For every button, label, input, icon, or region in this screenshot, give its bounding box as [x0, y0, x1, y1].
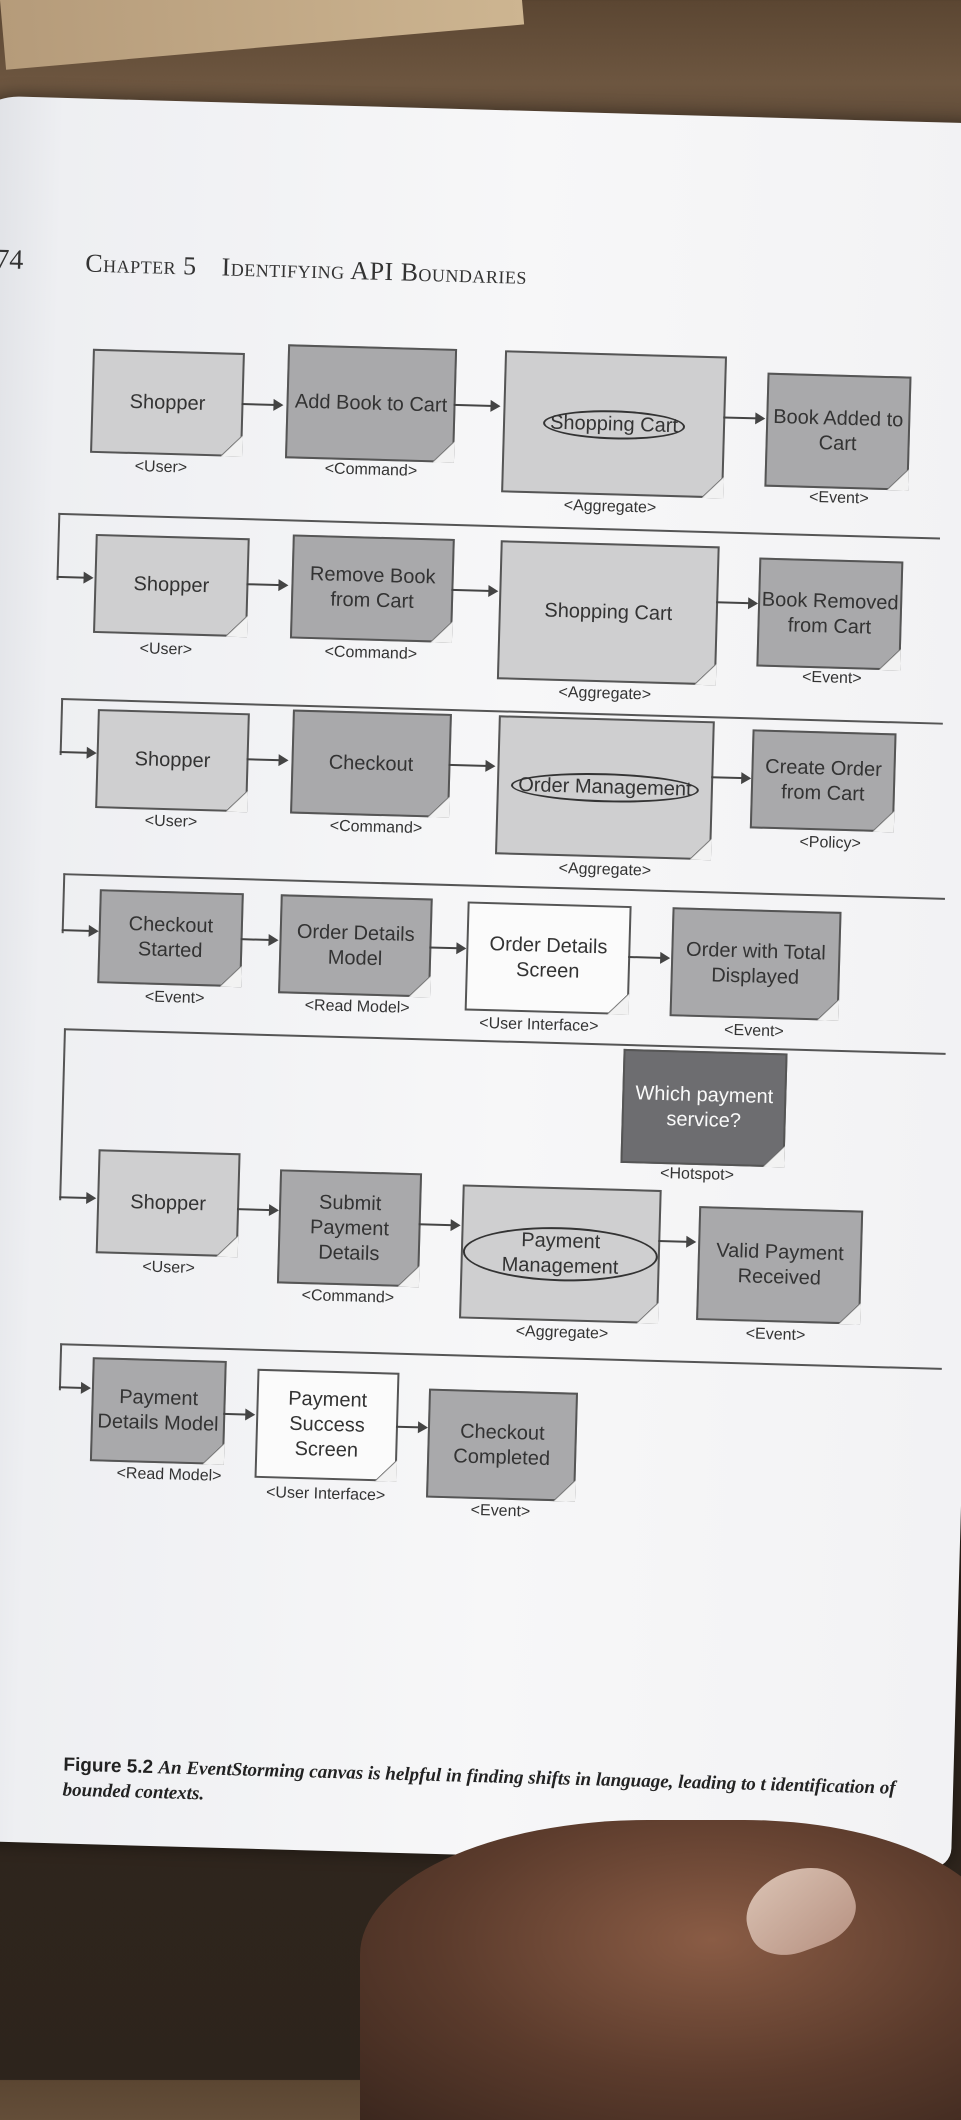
sticky-tag: <Aggregate>: [563, 497, 657, 517]
sticky-note: Shopper: [95, 1149, 241, 1258]
sticky-tag: <Aggregate>: [515, 1323, 609, 1343]
sticky-note: Add Book to Cart: [284, 344, 458, 463]
sticky-note: Order with Total Displayed: [669, 907, 842, 1021]
sticky-tag: <User Interface>: [265, 1484, 386, 1505]
sticky-note: Shopping Cart: [501, 350, 727, 499]
caption-text: An EventStorming canvas is helpful in fi…: [62, 1757, 896, 1805]
flow-arrow: [429, 946, 465, 950]
flow-arrow: [723, 416, 764, 420]
flow-arrow: [453, 403, 499, 408]
sticky-tag: <Event>: [801, 668, 862, 688]
sticky-note: Checkout: [290, 709, 452, 818]
sticky-tag: <User Interface>: [479, 1014, 599, 1036]
sticky-note: Shopper: [95, 709, 250, 813]
sticky-tag: <Hotspot>: [659, 1164, 735, 1185]
sticky-tag: <Read Model>: [116, 1464, 222, 1485]
thumb: [360, 1820, 961, 2120]
sticky-note: Order Management: [495, 715, 715, 861]
flow-arrow: [395, 1425, 427, 1429]
flow-arrow: [418, 1223, 459, 1227]
sticky-tag: <User>: [144, 812, 198, 831]
figure-caption: Figure 5.2 An EventStorming canvas is he…: [62, 1754, 923, 1827]
sticky-tag: <Event>: [808, 488, 869, 508]
sticky-note: Valid Payment Received: [696, 1206, 864, 1325]
sticky-note: Payment Management: [459, 1184, 662, 1324]
flow-arrow: [223, 1412, 254, 1416]
sticky-tag: <Event>: [745, 1325, 806, 1345]
figure-number: Figure 5.2: [63, 1754, 154, 1779]
sticky-note: Book Removed from Cart: [756, 557, 904, 671]
sticky-tag: <User>: [139, 640, 193, 659]
sticky-note: Checkout Started: [97, 889, 244, 988]
sticky-tag: <Policy>: [799, 833, 862, 853]
flow-arrow: [240, 938, 277, 942]
sticky-tag: <Command>: [324, 460, 418, 480]
sticky-tag: <Command>: [301, 1287, 395, 1307]
sticky-note: Order Details Screen: [464, 901, 632, 1016]
flow-arrow: [658, 1239, 695, 1243]
flow-arrow: [236, 1208, 278, 1212]
sticky-note: Payment Details Model: [89, 1357, 227, 1465]
sticky-tag: <User>: [142, 1258, 196, 1278]
sticky-tag: <Event>: [470, 1501, 531, 1521]
page-number: 74: [0, 244, 24, 276]
flow-arrow: [246, 583, 287, 587]
sticky-tag: <Command>: [329, 817, 423, 838]
sticky-note: Payment Success Screen: [254, 1368, 400, 1482]
sticky-note: Shopper: [90, 348, 245, 458]
sticky-tag: <Event>: [723, 1021, 785, 1041]
sticky-note: Remove Book from Cart: [289, 534, 455, 643]
chapter-label: Chapter 5: [84, 248, 198, 281]
sticky-note: Create Order from Cart: [749, 729, 897, 833]
wooden-ruler: [0, 0, 525, 70]
sticky-tag: <Read Model>: [304, 996, 410, 1017]
flow-arrow: [628, 955, 669, 960]
running-header: Chapter 5 Identifying API Boundaries: [85, 249, 545, 292]
sticky-tag: <Command>: [324, 643, 418, 663]
sticky-note: Submit Payment Details: [276, 1169, 423, 1288]
sticky-note: Shopping Cart: [496, 540, 720, 686]
sticky-note: Book Added to Cart: [764, 372, 912, 491]
flow-arrow: [451, 588, 497, 593]
flow-arrow: [448, 763, 494, 768]
sticky-tag: <Aggregate>: [558, 860, 652, 880]
book-page: 74 Chapter 5 Identifying API Boundaries …: [0, 95, 961, 1869]
sticky-note: Order Details Model: [278, 894, 433, 998]
flow-arrow: [241, 402, 282, 407]
chapter-title: Identifying API Boundaries: [221, 252, 528, 290]
sticky-note: Checkout Completed: [426, 1388, 579, 1502]
sticky-note: Shopper: [93, 533, 250, 638]
sticky-tag: <Aggregate>: [558, 683, 652, 704]
flow-arrow: [711, 776, 750, 780]
flow-arrow: [246, 758, 287, 762]
flow-arrow: [716, 601, 757, 605]
sticky-tag: <Event>: [144, 988, 205, 1008]
sticky-tag: <User>: [134, 458, 188, 477]
hotspot-note: Which payment service?: [620, 1048, 788, 1168]
